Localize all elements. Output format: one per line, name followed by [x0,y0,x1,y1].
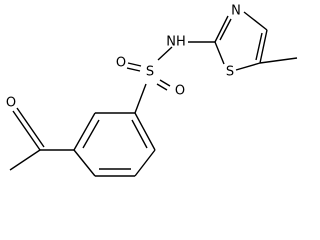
bond-sulfur-nitrogen [157,46,173,61]
atom-label-sulfur-sulfonyl: S [146,65,154,80]
bond-s-o-bottom-1 [159,79,171,87]
bond-s-o-top-1 [127,62,142,67]
bond-carbonyl-double-2 [16,107,45,148]
atom-label-nitrogen-ring: N [231,4,241,19]
bond-thiazole-c4-c5-inner [255,32,263,61]
bond-ring-inner-1 [82,119,100,149]
bond-s-o-bottom-2 [156,83,168,91]
bond-s-o-top-2 [126,67,141,72]
bond-ring-inner-2 [131,119,148,149]
bond-methyl-carbonyl [9,149,41,171]
bond-thiazole-c4-c5 [259,29,268,64]
bond-ring-4 [134,149,156,177]
atom-label-nitrogen-amide: NH [166,35,186,50]
bond-thiazole-c5-s [235,62,261,71]
bond-ring-sulfur [134,83,147,114]
atom-label-oxygen-sulfonyl-bottom: O [175,84,185,99]
bond-thiazole-n-c4 [243,11,268,31]
atom-label-oxygen-carbonyl: O [6,96,16,111]
atom-label-oxygen-sulfonyl-top: O [116,56,126,71]
bond-carbonyl-double-1 [12,110,41,151]
bond-thiazole-c2-n-inner [219,18,232,41]
bond-ring-3 [134,112,156,151]
bond-thiazole-s-c2 [214,41,225,65]
structure-svg: O O S O NH N S [6,4,298,177]
bond-ring-6 [73,149,96,177]
bond-ring-1 [73,112,96,151]
bond-thiazole-methyl [259,57,298,64]
atom-label-sulfur-ring: S [226,65,234,80]
chemical-structure-diagram: O O S O NH N S [6,4,298,177]
bond-thiazole-c2-n [214,15,229,43]
